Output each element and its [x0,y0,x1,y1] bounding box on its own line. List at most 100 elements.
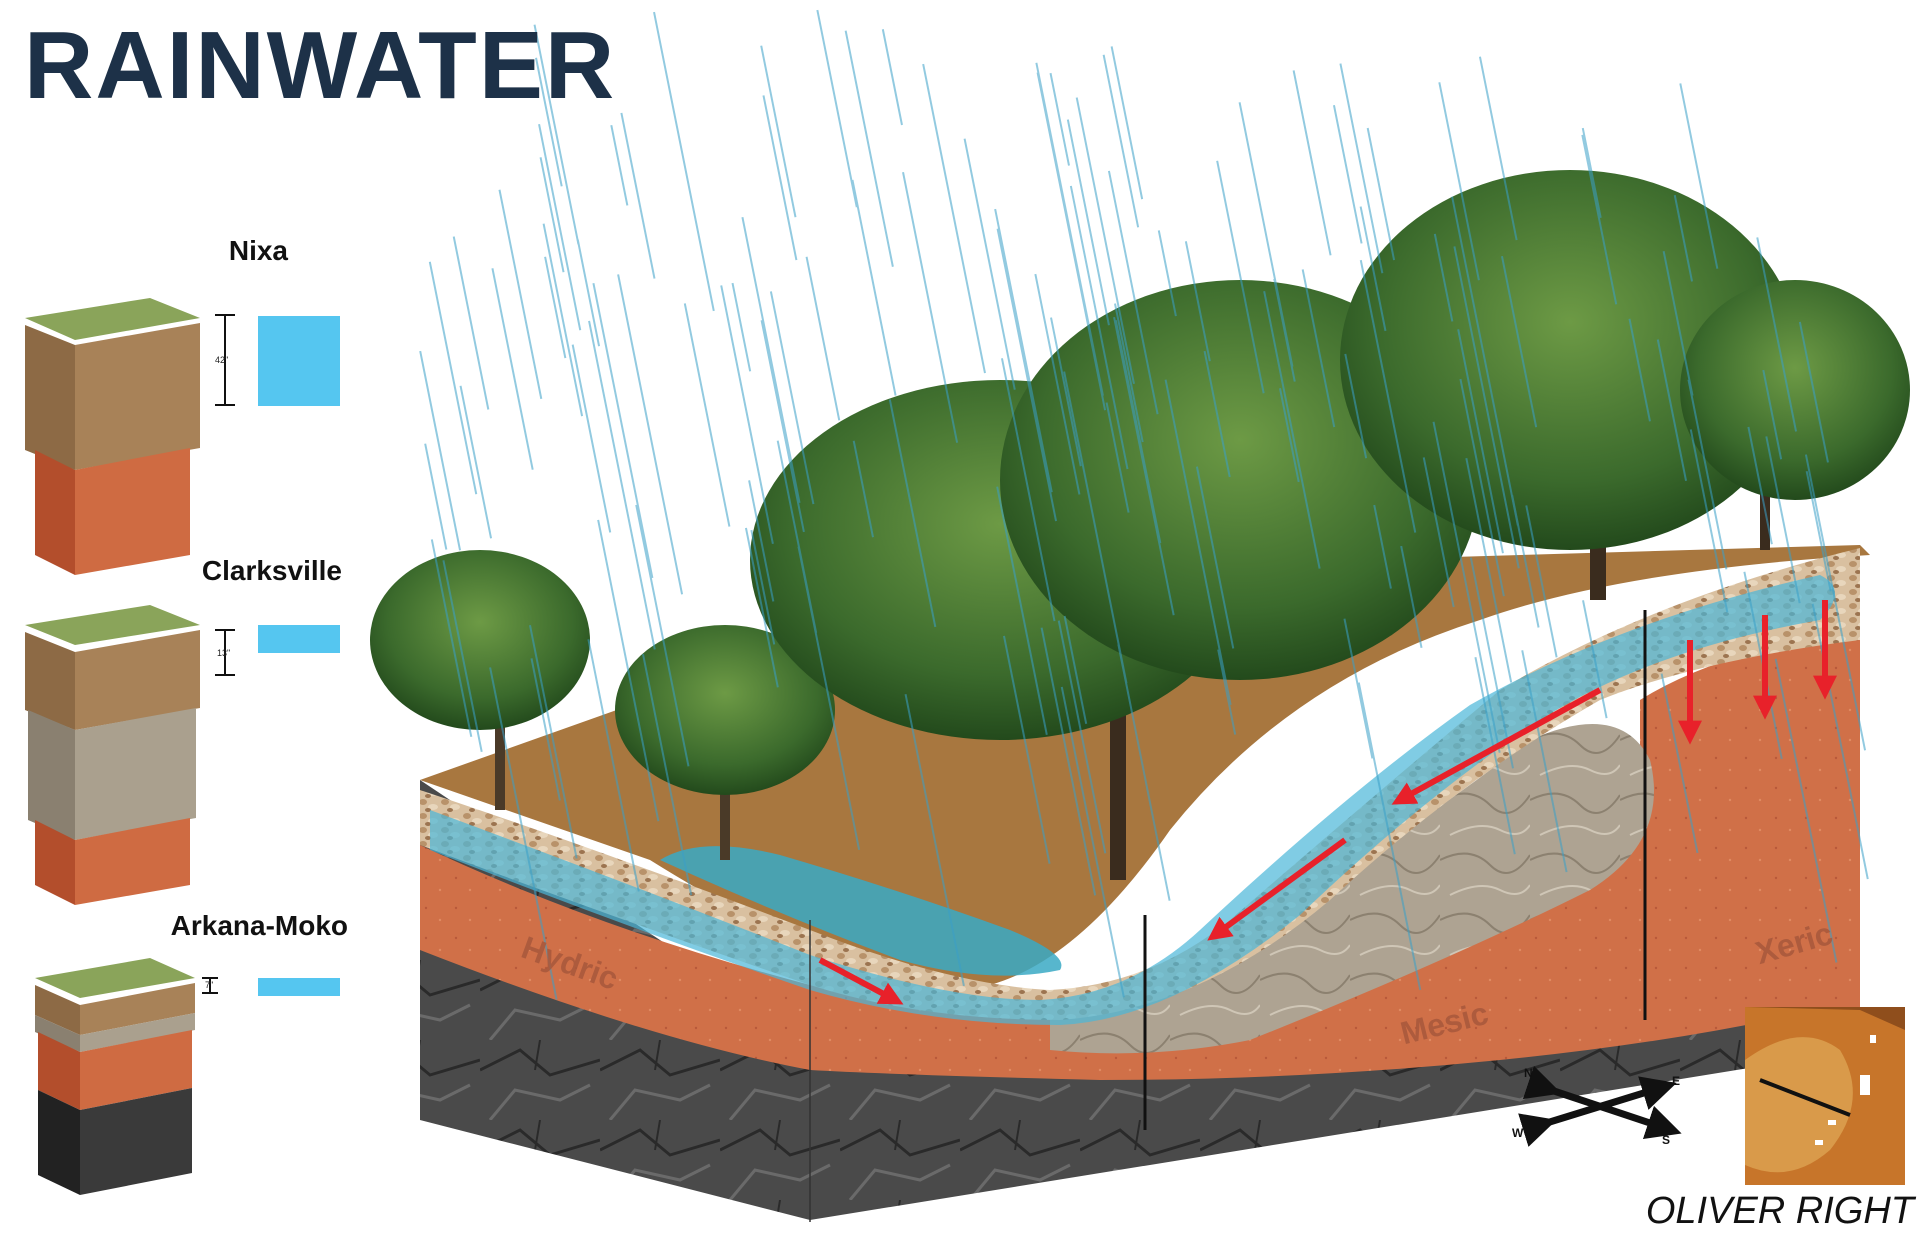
rain-streak [1075,97,1135,385]
nixa-label: Nixa [228,235,288,266]
nixa-soil-cube [25,298,200,575]
rain-streak [888,399,937,628]
rain-streak [1002,635,1051,864]
rain-streak [1465,458,1513,683]
rain-streak [1060,686,1125,998]
rain-streak [1756,237,1798,432]
rain-streak [1805,470,1832,592]
rain-streak [1066,119,1110,326]
rain-streak [816,9,858,208]
rain-streak [1034,273,1081,495]
rain-streak [1040,627,1097,896]
rain-streak [498,189,543,400]
rain-streak [491,268,534,470]
clarksville-soil-cube [25,605,200,905]
rain-streak [571,344,612,533]
rain-streak [748,480,775,602]
rain-streak [1581,127,1602,218]
rain-streak [452,236,490,410]
location-map [1745,1007,1905,1185]
tree-canopy [370,170,1910,880]
rain-streak [1359,206,1387,332]
rain-streak [1263,291,1321,569]
rain-streak [1660,673,1699,854]
rain-streak [1500,255,1538,428]
flow-arrow [818,957,904,1005]
rain-streak [963,138,1016,390]
rain-streak [1432,421,1501,753]
rain-streak [576,239,601,347]
rain-streak [1366,127,1396,261]
rain-streak [428,261,478,495]
rain-streak [530,658,561,801]
rain-streak [424,443,448,550]
rain-streak [1195,466,1235,649]
rain-streak [459,385,493,539]
rain-streak [430,539,473,737]
rain-streak [1469,557,1514,769]
rain-streak [1344,353,1368,459]
rain-streak [529,625,578,859]
rain-streak [1451,196,1519,526]
rain-streak [1117,644,1171,901]
rain-streak [1774,658,1838,963]
rain-streak [597,519,660,822]
flow-arrow [1391,687,1602,805]
rain-streak [683,303,731,527]
rain-streak [805,256,841,421]
rain-streak [1000,358,1056,622]
rain-streak [544,256,567,359]
rain-streak [1679,83,1719,269]
rain-streak [1332,105,1363,244]
rain-streak [996,228,1058,522]
arkana-moko-depth-bracket [202,977,218,994]
rain-streak [653,11,715,312]
rain-streak [902,172,959,443]
rain-streak [1110,46,1144,200]
rain-streak [1292,70,1332,256]
rain-streak [1453,246,1520,569]
water-flow-arrows [818,600,1837,1005]
rain-streak [1474,656,1516,855]
gravel-layer [420,548,1860,1020]
surface-pond [660,846,1062,976]
rain-streak [1762,369,1783,460]
rain-streak [1278,388,1300,483]
rain-streak [776,440,818,634]
rain-streak [1798,321,1829,463]
rain-streak [922,63,986,374]
rain-streak [1662,250,1694,396]
rain-streak [1656,339,1688,482]
author-credit: OLIVER RIGHT [1645,1190,1914,1232]
rain-streak [1339,63,1384,274]
arkana-moko-depth-label: 7" [205,980,214,990]
rain-streak [720,285,774,545]
rain-streak [620,112,656,279]
rain-streak [760,320,805,533]
rain-streak [844,30,894,267]
rain-streak [731,282,752,372]
arkana-moko-label: Arkana-Moko [170,910,348,941]
rain-streak [635,504,690,767]
arkana-moko-water-capacity-bar [258,978,340,996]
rain-streak [1113,316,1175,616]
rain-streak [744,527,779,688]
arkana-moko-soil-cube [35,958,195,1195]
rain-streak [1114,319,1162,544]
rain-streak [588,320,656,650]
rain-streak [1157,230,1177,317]
rain-streak [1747,426,1773,545]
rain-streak [642,653,693,896]
flow-arrow [1207,837,1347,941]
rain-streak [1359,259,1417,533]
page-title: RAINWATER [24,12,617,119]
groundwater-flow-band [430,575,1835,1025]
compass-south-label: S [1662,1133,1671,1147]
rain-streak [1804,454,1867,751]
rain-streak [1433,233,1454,322]
compass-east-label: E [1672,1074,1681,1088]
rain-streak [419,350,462,551]
rain-streak [769,291,815,505]
rain-streak [760,45,797,218]
rain-streak [1673,194,1694,282]
